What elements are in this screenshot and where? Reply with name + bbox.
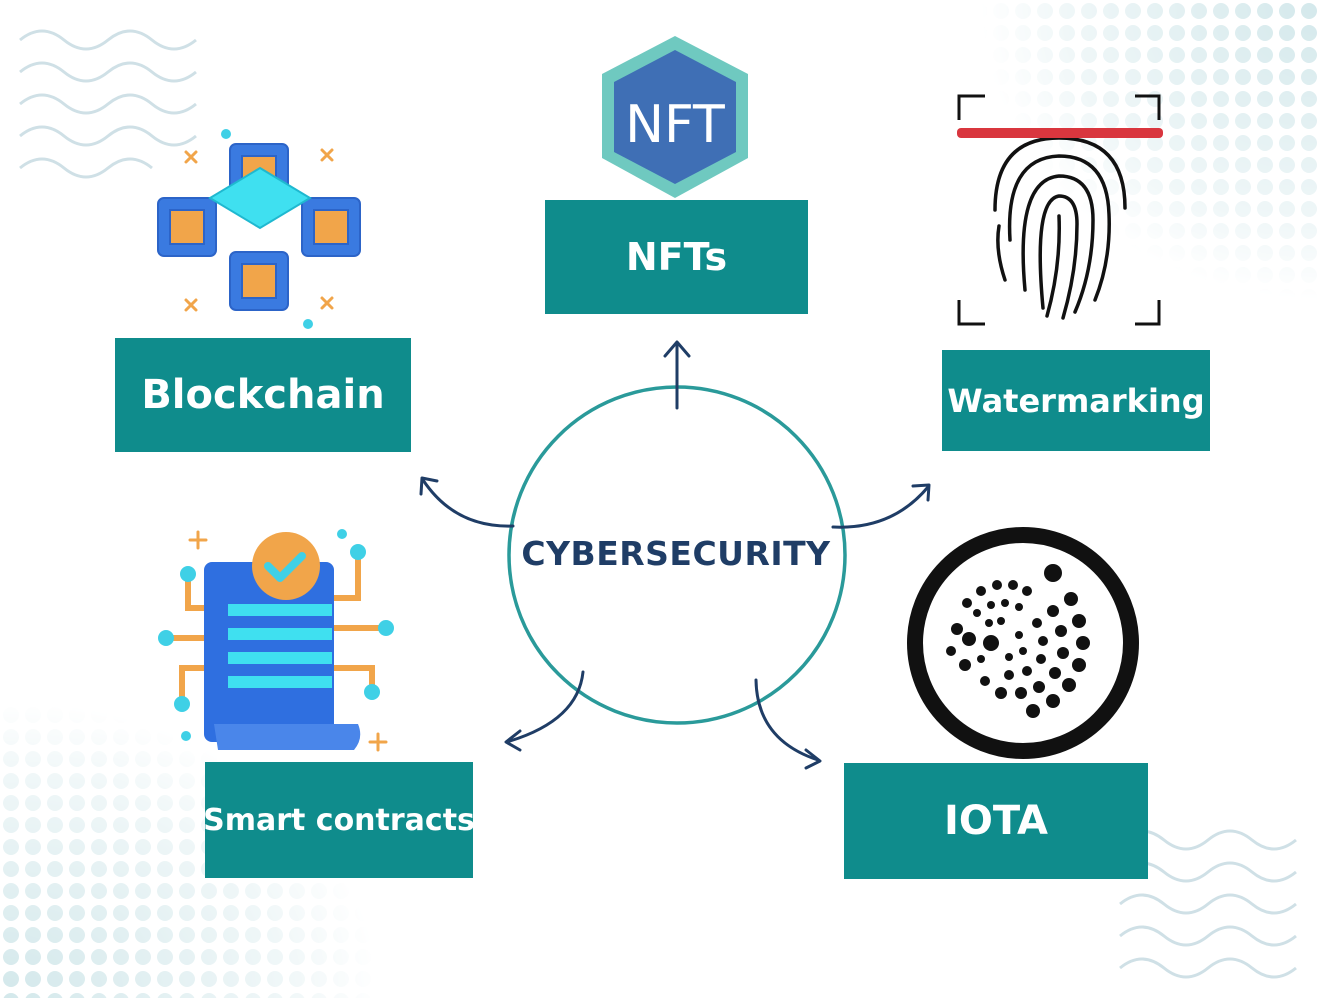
- iota-logo-icon: [907, 527, 1139, 759]
- watermarking-box: Watermarking: [942, 350, 1210, 451]
- arrow-to-nfts: [663, 340, 691, 410]
- nfts-label: NFTs: [625, 235, 728, 279]
- contract-document-icon: [158, 529, 394, 752]
- smart-contracts-label: Smart contracts: [203, 802, 475, 838]
- watermarking-label: Watermarking: [947, 381, 1205, 420]
- arrow-to-watermarking: [831, 483, 931, 529]
- blockchain-label: Blockchain: [141, 372, 385, 418]
- arrow-to-blockchain: [419, 476, 515, 528]
- nft-icon-text: NFT: [625, 95, 725, 155]
- blockchain-cubes-icon: [157, 129, 361, 329]
- iota-label: IOTA: [943, 798, 1049, 844]
- center-label: CYBERSECURITY: [521, 534, 831, 573]
- iota-box: IOTA: [844, 763, 1148, 879]
- smart-contracts-box: Smart contracts: [203, 762, 475, 878]
- nft-hexagon-icon: NFT: [602, 36, 748, 198]
- fingerprint-scan-icon: [957, 94, 1163, 326]
- blockchain-box: Blockchain: [115, 338, 411, 452]
- arrow-to-iota: [754, 678, 822, 770]
- nfts-box: NFTs: [545, 200, 808, 314]
- arrow-to-smart-contracts: [504, 670, 585, 752]
